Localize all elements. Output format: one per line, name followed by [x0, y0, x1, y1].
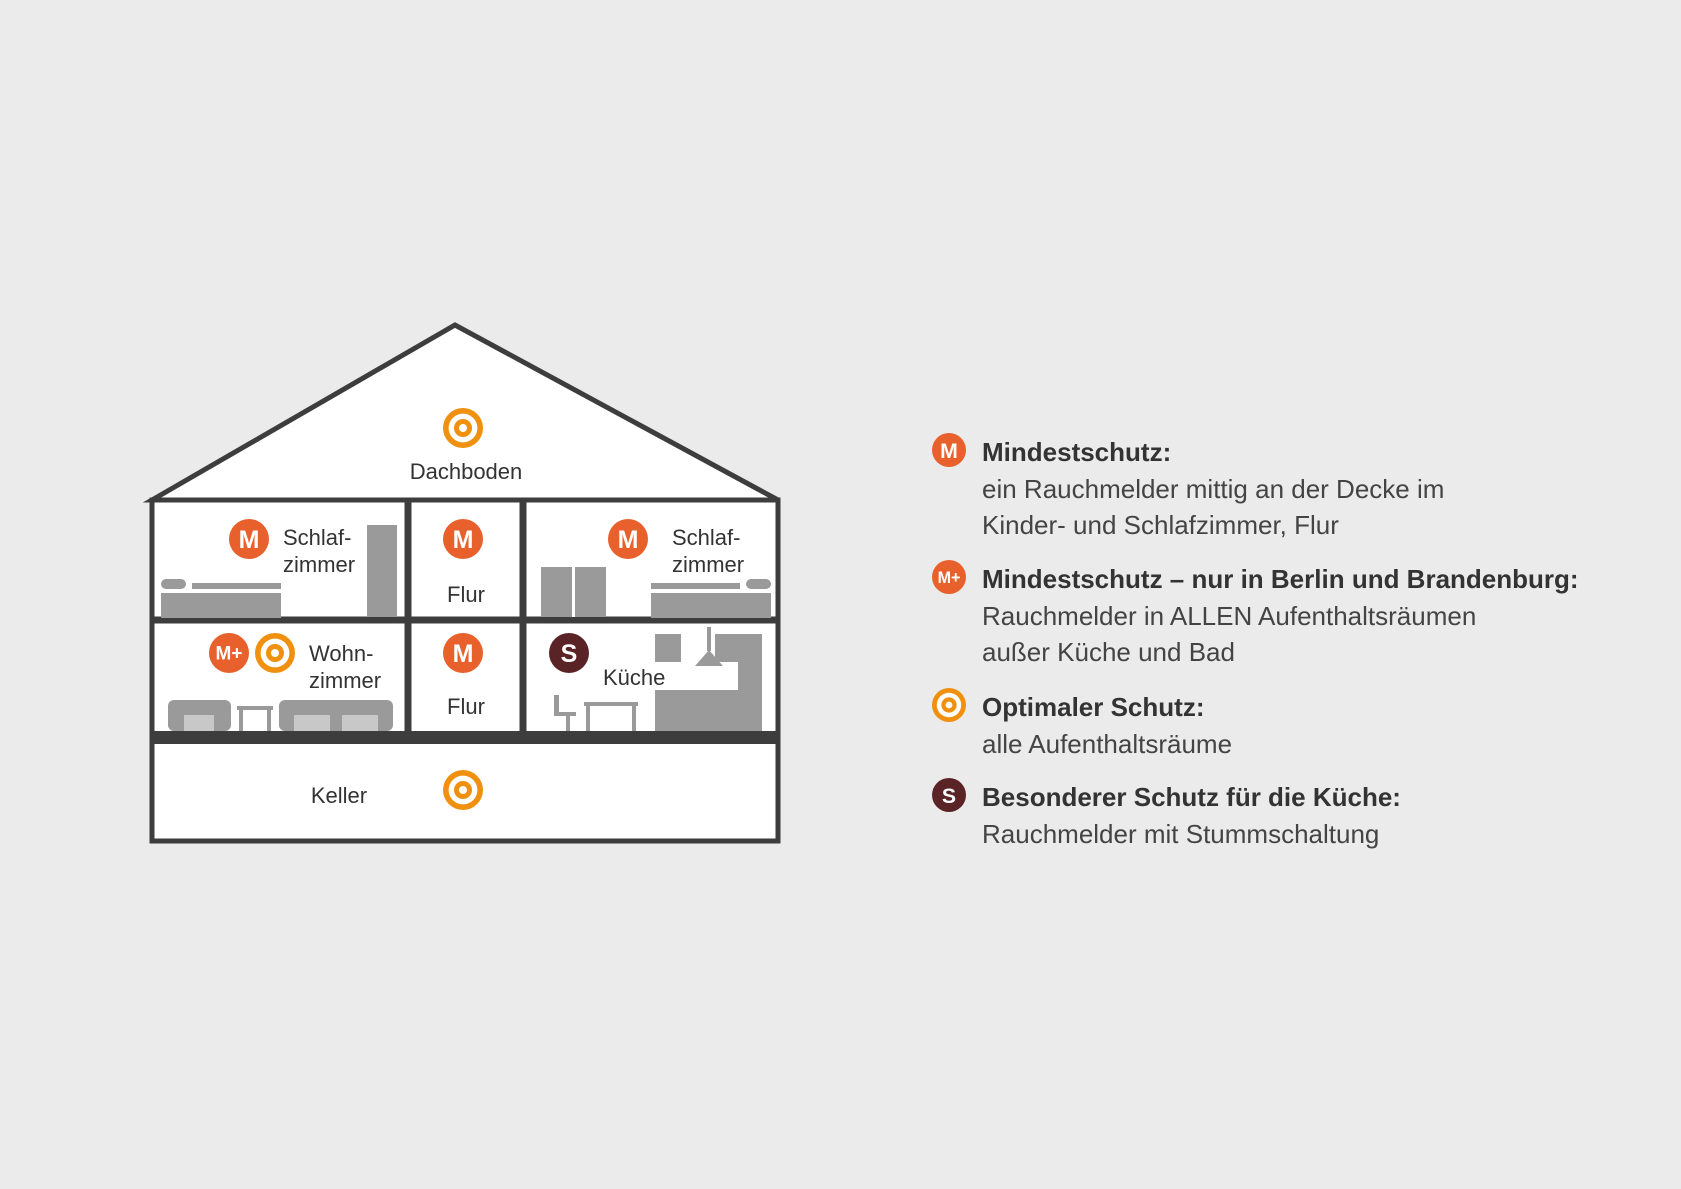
room-label-keller: Keller — [311, 783, 367, 808]
kitchen-special-icon-glyph: S — [561, 640, 578, 668]
bed-icon — [651, 579, 771, 618]
cabinet-icon — [541, 567, 606, 617]
optimal-ring-center — [945, 701, 953, 709]
legend-item-title: Optimaler Schutz: — [982, 692, 1204, 722]
table-icon — [584, 702, 638, 731]
cooker-hood-icon — [695, 627, 723, 666]
kitchen-counter-icon — [655, 634, 762, 731]
optimal-ring-center — [271, 649, 279, 657]
kitchen-special-icon-disc — [549, 633, 589, 673]
legend-item: M+ Mindestschutz – nur in Berlin und Bran… — [932, 560, 1579, 667]
legend-item-title: Besonderer Schutz für die Küche: — [982, 782, 1401, 812]
minimum-protection-icon: M — [608, 519, 648, 559]
legend: M Mindestschutz: ein Rauchmelder mittig an… — [932, 433, 1579, 849]
legend-item-description: Rauchmelder mit Stummschaltung — [982, 819, 1379, 849]
sofa-icon — [279, 700, 393, 731]
chair-icon — [554, 695, 576, 731]
optimal-protection-icon — [932, 688, 966, 722]
legend-item-description: außer Küche und Bad — [982, 637, 1235, 667]
minimum-protection-icon-glyph: M — [453, 640, 474, 668]
room-label-flur-upper: Flur — [447, 582, 485, 607]
optimal-protection-icon — [443, 770, 483, 810]
minimum-protection-icon-glyph: M — [940, 439, 958, 463]
legend-item-description: alle Aufenthaltsräume — [982, 729, 1232, 759]
minimum-protection-icon-glyph: M — [618, 526, 639, 554]
minimum-protection-icon-disc — [229, 519, 269, 559]
optimal-protection-icon — [443, 408, 483, 448]
wall-cupboard-icon — [655, 634, 741, 662]
minimum-protection-icon-disc — [608, 519, 648, 559]
optimal-ring-center — [459, 786, 467, 794]
minimum-protection-icon-glyph: M — [239, 526, 260, 554]
kitchen-special-icon-disc — [932, 778, 966, 812]
room-label-kueche: Küche — [603, 665, 665, 690]
minimum-plus-icon-glyph: M+ — [938, 569, 961, 587]
minimum-plus-icon-disc — [209, 633, 249, 673]
floor-slab-basement — [152, 731, 778, 744]
legend-item-description: ein Rauchmelder mittig an der Decke im — [982, 474, 1444, 504]
room-label-wohnzimmer: Wohn- zimmer — [309, 641, 381, 693]
minimum-protection-icon: M — [932, 433, 966, 467]
legend-item-description: Rauchmelder in ALLEN Aufenthaltsräumen — [982, 601, 1476, 631]
minimum-protection-icon-disc — [443, 633, 483, 673]
room-label-flur-lower: Flur — [447, 694, 485, 719]
legend-item: Optimaler Schutz: alle Aufenthaltsräume — [932, 688, 1232, 759]
bed-icon — [161, 579, 281, 618]
legend-item: M Mindestschutz: ein Rauchmelder mittig an… — [932, 433, 1444, 540]
legend-item-title: Mindestschutz: — [982, 437, 1171, 467]
room-label-schlafzimmer-left: Schlaf- zimmer — [283, 525, 358, 577]
room-label-schlafzimmer-right: Schlaf- zimmer — [672, 525, 747, 577]
minimum-plus-icon: M+ — [932, 560, 966, 594]
optimal-protection-icon — [255, 633, 295, 673]
minimum-protection-icon-disc — [932, 433, 966, 467]
minimum-protection-icon: M — [443, 633, 483, 673]
legend-item: S Besonderer Schutz für die Küche: Rauchme… — [932, 778, 1401, 849]
sofa-icon — [168, 700, 231, 731]
optimal-ring-center — [459, 424, 467, 432]
furniture — [161, 525, 771, 731]
minimum-protection-icon: M — [229, 519, 269, 559]
minimum-plus-icon: M+ — [209, 633, 249, 673]
minimum-protection-icon: M — [443, 519, 483, 559]
room-label-dachboden: Dachboden — [410, 459, 523, 484]
minimum-protection-icon-disc — [443, 519, 483, 559]
kitchen-special-icon: S — [549, 633, 589, 673]
wardrobe-icon — [367, 525, 397, 617]
house-detector-badges: M M M M+ M S — [209, 408, 648, 810]
minimum-plus-icon-glyph: M+ — [216, 644, 243, 665]
minimum-plus-icon-disc — [932, 560, 966, 594]
table-icon — [237, 706, 273, 731]
kitchen-special-icon-glyph: S — [942, 784, 956, 808]
kitchen-special-icon: S — [932, 778, 966, 812]
legend-item-description: Kinder- und Schlafzimmer, Flur — [982, 510, 1339, 540]
room-labels: Dachboden Schlaf- zimmer Flur Schlaf- zi… — [283, 459, 747, 808]
legend-item-title: Mindestschutz – nur in Berlin und Brande… — [982, 564, 1579, 594]
minimum-protection-icon-glyph: M — [453, 526, 474, 554]
